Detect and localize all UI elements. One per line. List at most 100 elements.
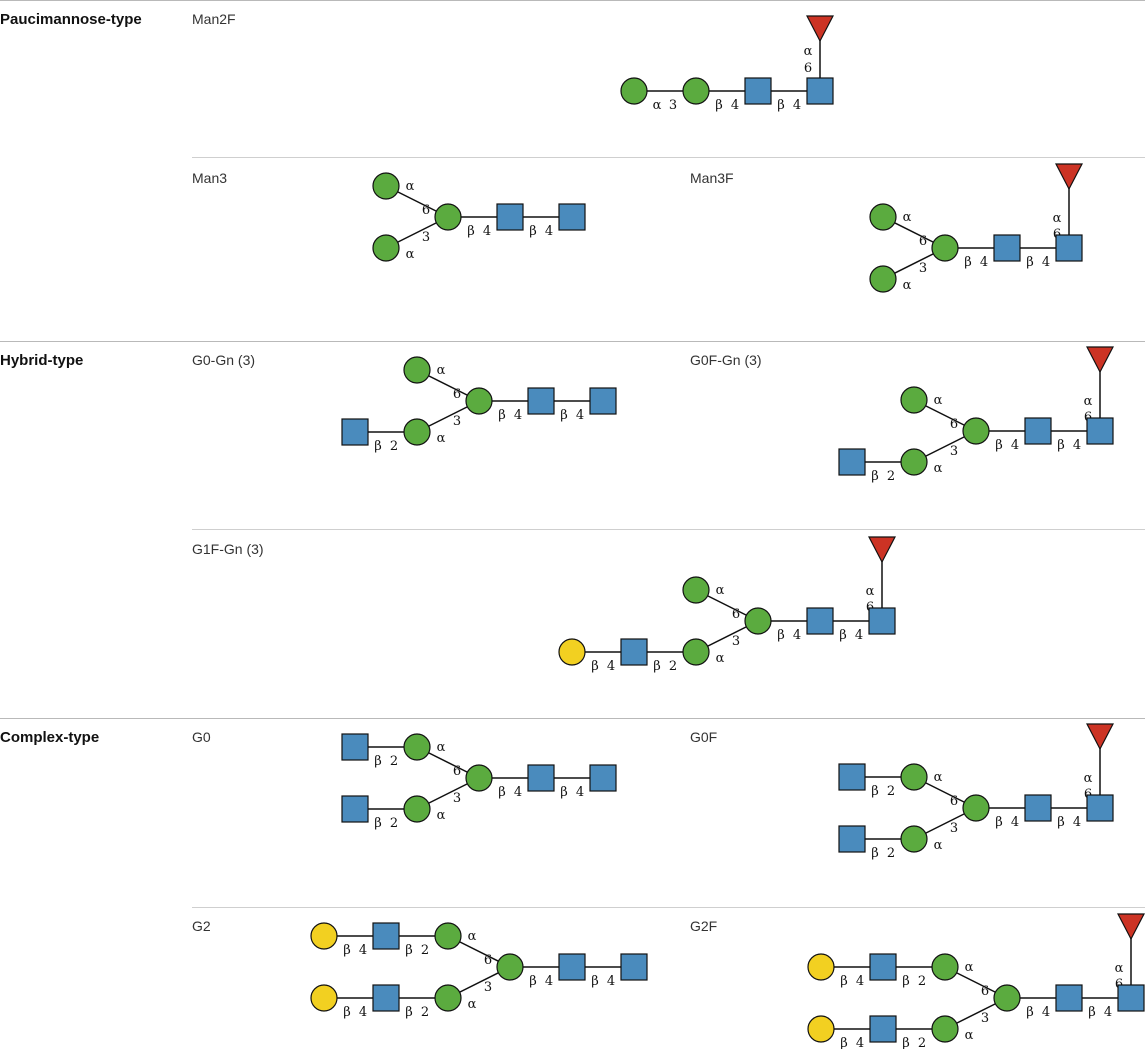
galactose-icon [310,984,338,1012]
linkage-label: 6 [453,387,461,402]
glycan-label-man2f: Man2F [192,11,236,27]
linkage-label: 3 [484,980,492,995]
fucose-icon [1055,163,1083,191]
galactose-icon [558,638,586,666]
linkage-label: 4 [514,408,522,423]
category-paucimannose: Paucimannose-type [0,11,142,28]
linkage-label: 2 [887,784,895,799]
linkage-label: β [995,438,1003,453]
linkage-label: 6 [453,764,461,779]
mannose-icon [682,576,710,604]
glcnac-icon [589,764,617,792]
mannose-icon [931,1015,959,1043]
linkage-label: β [560,785,568,800]
glcnac-icon [806,607,834,635]
fucose-icon [1086,723,1114,751]
linkage-label: α [1084,394,1093,409]
linkage-label: 4 [1073,815,1081,830]
linkage-label: α [804,44,813,59]
linkage-label: α [716,651,725,666]
mannose-icon [931,953,959,981]
linkage-label: 4 [1042,255,1050,270]
mannose-icon [403,733,431,761]
glcnac-icon [1117,984,1145,1012]
linkage-label: 4 [856,974,864,989]
glycan-label-g0f: G0F [690,729,718,745]
glycan-label-g2: G2 [192,918,211,934]
linkage-label: β [529,974,537,989]
linkage-label: 3 [669,98,677,113]
linkage-label: β [840,1036,848,1049]
glcnac-icon [1024,417,1052,445]
glycan-label-g0-gn3: G0-Gn (3) [192,352,256,368]
glcnac-icon [496,203,524,231]
linkage-label: 2 [669,659,677,674]
mannose-icon [434,203,462,231]
linkage-label: 2 [887,469,895,484]
linkage-label: 4 [731,98,739,113]
fucose-icon [868,536,896,564]
linkage-label: 4 [1011,438,1019,453]
galactose-icon [310,922,338,950]
table-rule [0,0,1145,1]
mannose-icon [434,922,462,950]
linkage-label: 4 [980,255,988,270]
linkage-label: α [934,838,943,853]
fucose-icon [1086,346,1114,374]
linkage-label: β [902,1036,910,1049]
linkage-label: 2 [421,943,429,958]
linkage-label: 3 [919,261,927,276]
glcnac-icon [868,607,896,635]
fucose-icon [1117,913,1145,941]
glcnac-icon [341,795,369,823]
linkage-label: α [437,363,446,378]
category-complex: Complex-type [0,729,100,746]
mannose-icon [962,417,990,445]
glcnac-icon [620,638,648,666]
linkage-label: 4 [514,785,522,800]
mannose-icon [403,795,431,823]
linkage-label: 4 [793,98,801,113]
linkage-label: α [1084,771,1093,786]
linkage-label: 6 [919,234,927,249]
linkage-label: β [1057,438,1065,453]
mannose-icon [682,638,710,666]
linkage-label: β [343,1005,351,1020]
linkage-label: 4 [483,224,491,239]
glcnac-icon [558,953,586,981]
linkage-label: α [653,98,662,113]
glcnac-icon [372,922,400,950]
linkage-label: 4 [576,785,584,800]
linkage-label: β [840,974,848,989]
mannose-icon [993,984,1021,1012]
linkage-label: β [374,816,382,831]
mannose-icon [869,265,897,293]
linkage-label: β [871,846,879,861]
mannose-icon [465,387,493,415]
linkage-label: β [529,224,537,239]
glycan-label-g0: G0 [192,729,211,745]
linkage-label: 3 [950,821,958,836]
linkage-label: 6 [950,417,958,432]
linkage-label: β [374,439,382,454]
linkage-label: β [1026,1005,1034,1020]
linkage-label: 6 [981,984,989,999]
linkage-label: 4 [359,943,367,958]
mannose-icon [900,825,928,853]
linkage-label: 3 [950,444,958,459]
linkage-label: α [437,740,446,755]
linkage-label: α [903,278,912,293]
linkage-label: β [1057,815,1065,830]
glcnac-icon [527,764,555,792]
glycan-label-man3f: Man3F [690,170,734,186]
linkage-label: 4 [855,628,863,643]
linkage-label: 4 [793,628,801,643]
linkage-label: β [405,943,413,958]
linkage-label: 6 [732,607,740,622]
mannose-icon [900,386,928,414]
linkage-label: α [468,929,477,944]
linkage-label: β [405,1005,413,1020]
linkage-label: β [995,815,1003,830]
row-divider [192,529,1145,530]
